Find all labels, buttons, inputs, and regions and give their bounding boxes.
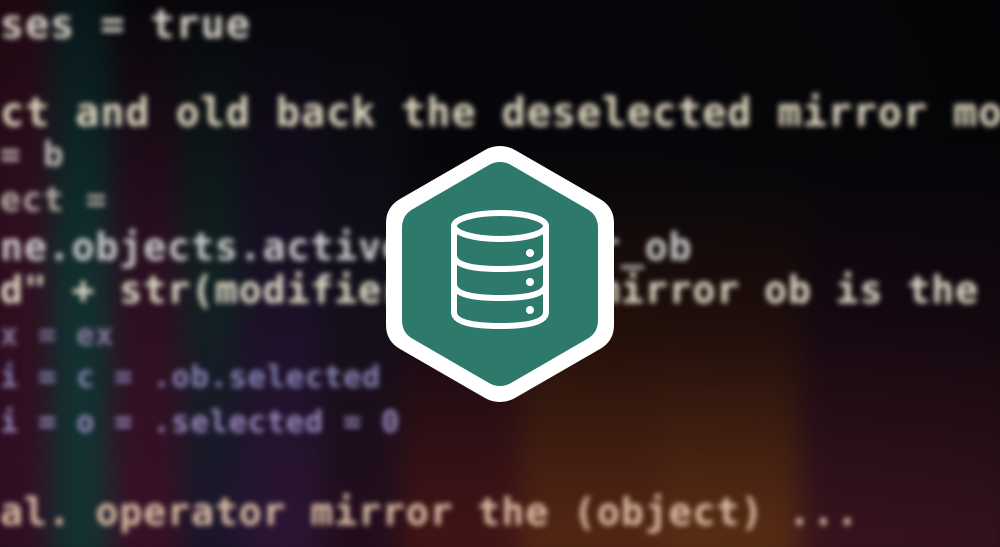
code-line: x = ex [0, 318, 115, 353]
code-line: i = o = .selected = 0 [0, 405, 401, 440]
code-line: ses = true [0, 2, 251, 48]
database-icon [451, 210, 549, 329]
database-badge [380, 140, 620, 408]
hexagon-badge [386, 146, 614, 402]
database-indicator-dots [526, 249, 534, 314]
code-line: ct and old back the deselected mirror mo… [0, 90, 1000, 136]
code-line: = b [0, 135, 65, 175]
code-line: i = c = .ob.selected [0, 360, 382, 395]
code-line: ect = [0, 180, 108, 220]
hexagon-fill [402, 162, 598, 386]
code-line: al. operator mirror the (object) ... [0, 490, 860, 534]
